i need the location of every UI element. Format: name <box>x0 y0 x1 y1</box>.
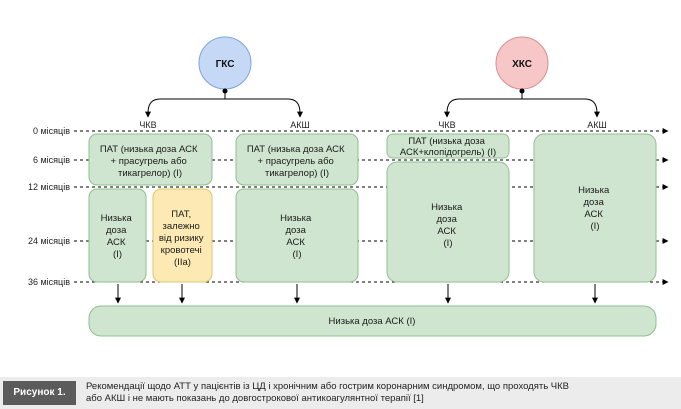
caption-line-1: Рекомендації щодо АТТ у пацієнтів із ЦД … <box>86 381 569 392</box>
gks-junction-dot <box>222 88 228 94</box>
branch-pci-left: ЧКВ <box>139 120 156 130</box>
bottom-low-asa-text: Низька доза АСК (I) <box>329 316 416 327</box>
branch-pci-right: ЧКВ <box>438 120 455 130</box>
branch-connectors <box>145 89 600 118</box>
timeline-label-24: 24 місяців <box>28 236 70 246</box>
timeline-labels: 0 місяців 6 місяців 12 місяців 24 місяці… <box>28 126 70 287</box>
gks-pci-low-asa-text: Низька доза АСК (I) <box>101 213 135 260</box>
hks-pci-dapt-box <box>386 133 510 159</box>
timeline-label-36: 36 місяців <box>28 277 70 287</box>
gks-cabg-dapt-text: ПАТ (низька доза АСК + прасугрель або ти… <box>247 144 347 179</box>
caption-line-2: або АКШ і не мають показань до довгостро… <box>86 393 424 404</box>
gks-cabg-dapt-box <box>235 133 359 186</box>
caption-bar <box>0 377 681 409</box>
hks-junction-dot <box>519 88 525 94</box>
gks-cabg-low-asa-box <box>235 188 359 283</box>
hks-pci-low-asa-box <box>386 161 510 283</box>
hks-circle-label: ХКС <box>512 59 532 70</box>
gks-circle-label: ГКС <box>216 59 235 70</box>
gks-pci-dapt-bleeding-box <box>152 188 213 283</box>
branch-cabg-left: АКШ <box>290 120 310 130</box>
hks-pci-dapt-text: ПАТ (низька доза АСК+клопідогрель) (I) <box>400 136 496 158</box>
bottom-low-asa-box <box>88 305 657 337</box>
timeline-label-6: 6 місяців <box>33 155 70 165</box>
gks-cabg-low-asa-text: Низька доза АСК (I) <box>280 213 314 260</box>
caption-tag: Рисунок 1. <box>3 381 76 405</box>
timeline-label-0: 0 місяців <box>33 126 70 136</box>
hks-cabg-low-asa-text: Низька доза АСК (I) <box>578 185 612 232</box>
gks-pci-dapt-text: ПАТ (низька доза АСК + прасугрель або ти… <box>100 144 200 179</box>
gks-pci-dapt-box <box>88 133 213 186</box>
branch-cabg-right: АКШ <box>587 120 607 130</box>
gks-pci-dapt-bleeding-text: ПАТ, залежно від ризику кровотечі (IIa) <box>159 209 206 268</box>
gks-pci-low-asa-box <box>88 188 147 283</box>
hks-pci-low-asa-text: Низька доза АСК (I) <box>431 202 465 249</box>
caption-text: Рекомендації щодо АТТ у пацієнтів із ЦД … <box>86 381 676 405</box>
timeline-label-12: 12 місяців <box>28 182 70 192</box>
hks-cabg-low-asa-box <box>533 133 657 283</box>
down-arrows <box>115 284 598 304</box>
